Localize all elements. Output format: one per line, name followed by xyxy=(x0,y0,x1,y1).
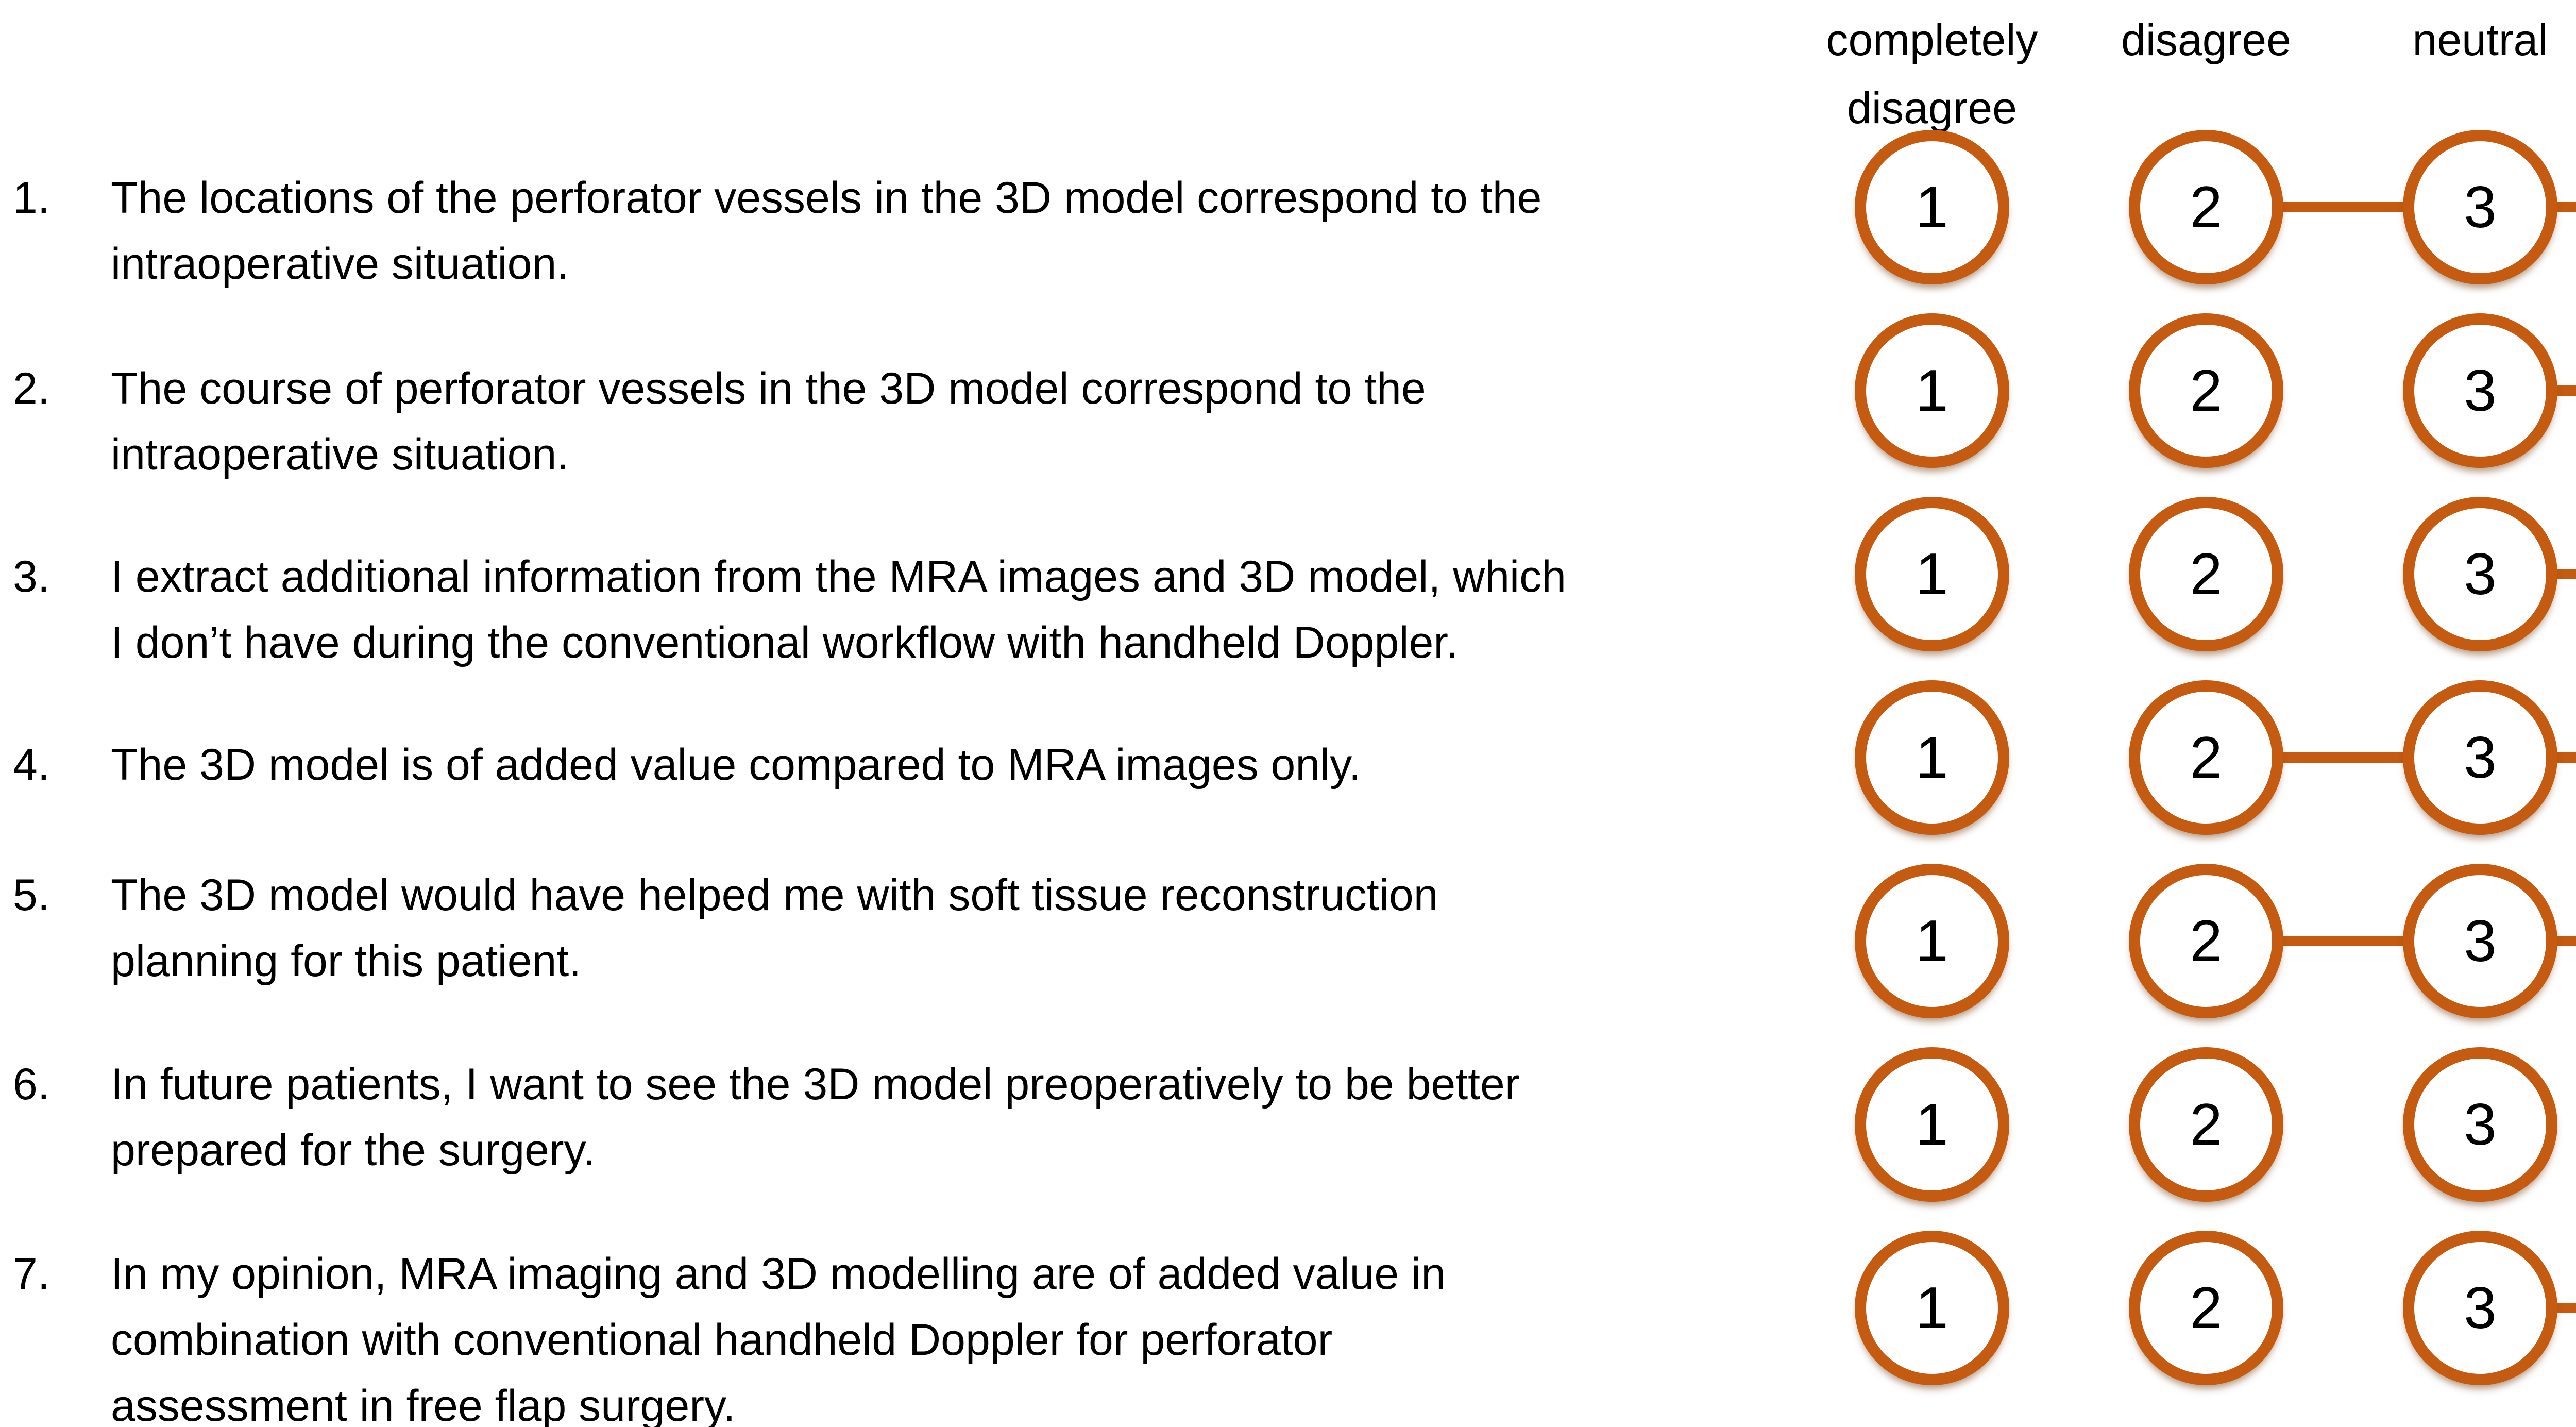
question-text-line: intraoperative situation. xyxy=(111,430,569,479)
question-number: 6. xyxy=(13,1060,50,1109)
option-circle[interactable]: 2 xyxy=(2129,313,2283,468)
question-text-line: combination with conventional handheld D… xyxy=(111,1315,1333,1365)
option-circle-value: 2 xyxy=(2190,1275,2223,1341)
option-circle[interactable]: 3 xyxy=(2403,1047,2557,1202)
option-circle[interactable]: 2 xyxy=(2129,497,2283,651)
question-text-line: The 3D model is of added value compared … xyxy=(111,740,1361,790)
option-circle[interactable]: 1 xyxy=(1855,680,2009,835)
option-circle[interactable]: 1 xyxy=(1855,130,2009,284)
option-circle-value: 2 xyxy=(2190,358,2223,424)
option-circle[interactable]: 1 xyxy=(1855,864,2009,1018)
scale-header-line: disagree xyxy=(2121,15,2291,65)
scale-header-line: completely xyxy=(1826,15,2038,65)
option-circle-value: 1 xyxy=(1916,908,1948,974)
question-number: 5. xyxy=(13,870,50,920)
option-circle-value: 2 xyxy=(2190,725,2223,791)
option-circle-value: 3 xyxy=(2464,541,2497,607)
option-circle-value: 2 xyxy=(2190,174,2223,240)
question-text-line: The locations of the perforator vessels … xyxy=(111,173,1542,223)
option-circle-value: 1 xyxy=(1916,358,1948,424)
option-circle[interactable]: 3 xyxy=(2403,864,2557,1018)
option-circle-value: 3 xyxy=(2464,1275,2497,1341)
question-text: In future patients, I want to see the 3D… xyxy=(111,1051,1520,1183)
option-circle-value: 1 xyxy=(1916,174,1948,240)
option-circle[interactable]: 3 xyxy=(2403,497,2557,651)
question-text-line: assessment in free flap surgery. xyxy=(111,1381,736,1427)
scale-header-line: neutral xyxy=(2412,15,2548,65)
question-text: I extract additional information from th… xyxy=(111,544,1566,676)
question-text: The 3D model is of added value compared … xyxy=(111,732,1361,798)
option-circle[interactable]: 2 xyxy=(2129,864,2283,1018)
question-text-line: The 3D model would have helped me with s… xyxy=(111,870,1438,920)
option-circle[interactable]: 3 xyxy=(2403,130,2557,284)
option-circle[interactable]: 1 xyxy=(1855,313,2009,468)
option-circle-value: 1 xyxy=(1916,1092,1948,1157)
option-circle[interactable]: 3 xyxy=(2403,1231,2557,1385)
question-text: The course of perforator vessels in the … xyxy=(111,356,1426,488)
question-text: The locations of the perforator vessels … xyxy=(111,165,1541,297)
option-circle[interactable]: 3 xyxy=(2403,313,2557,468)
option-circle-value: 1 xyxy=(1916,1275,1948,1341)
option-circle-value: 1 xyxy=(1916,725,1948,791)
option-circle-value: 3 xyxy=(2464,908,2497,974)
scale-header-label: neutral xyxy=(2320,6,2576,74)
option-circle-value: 3 xyxy=(2464,174,2497,240)
option-circle[interactable]: 3 xyxy=(2403,680,2557,835)
question-number: 3. xyxy=(13,552,50,601)
question-text-line: prepared for the surgery. xyxy=(111,1126,596,1175)
option-circle-value: 2 xyxy=(2190,908,2223,974)
option-circle[interactable]: 1 xyxy=(1855,1231,2009,1385)
question-text-line: planning for this patient. xyxy=(111,936,582,986)
option-circle[interactable]: 2 xyxy=(2129,680,2283,835)
option-circle-value: 3 xyxy=(2464,725,2497,791)
scale-header-label: disagree xyxy=(2046,6,2366,74)
option-circle[interactable]: 1 xyxy=(1855,1047,2009,1202)
option-circle-value: 1 xyxy=(1916,541,1948,607)
option-circle-value: 3 xyxy=(2464,1092,2497,1157)
option-circle-value: 3 xyxy=(2464,358,2497,424)
option-circle-value: 2 xyxy=(2190,1092,2223,1157)
question-text-line: The course of perforator vessels in the … xyxy=(111,364,1426,413)
question-number: 4. xyxy=(13,740,50,790)
question-text-line: intraoperative situation. xyxy=(111,239,569,289)
option-circle-value: 2 xyxy=(2190,541,2223,607)
question-text: In my opinion, MRA imaging and 3D modell… xyxy=(111,1241,1446,1427)
question-number: 7. xyxy=(13,1249,50,1299)
question-text-line: In my opinion, MRA imaging and 3D modell… xyxy=(111,1249,1446,1299)
question-text-line: I extract additional information from th… xyxy=(111,552,1566,601)
question-text: The 3D model would have helped me with s… xyxy=(111,862,1438,994)
question-text-line: In future patients, I want to see the 3D… xyxy=(111,1060,1520,1109)
scale-header-line: disagree xyxy=(1847,83,2017,133)
option-circle[interactable]: 1 xyxy=(1855,497,2009,651)
option-circle[interactable]: 2 xyxy=(2129,1231,2283,1385)
question-number: 1. xyxy=(13,173,50,223)
option-circle[interactable]: 2 xyxy=(2129,130,2283,284)
option-circle[interactable]: 2 xyxy=(2129,1047,2283,1202)
scale-header-label: completely disagree xyxy=(1772,6,2092,142)
question-number: 2. xyxy=(13,364,50,413)
question-text-line: I don’t have during the conventional wor… xyxy=(111,618,1459,667)
